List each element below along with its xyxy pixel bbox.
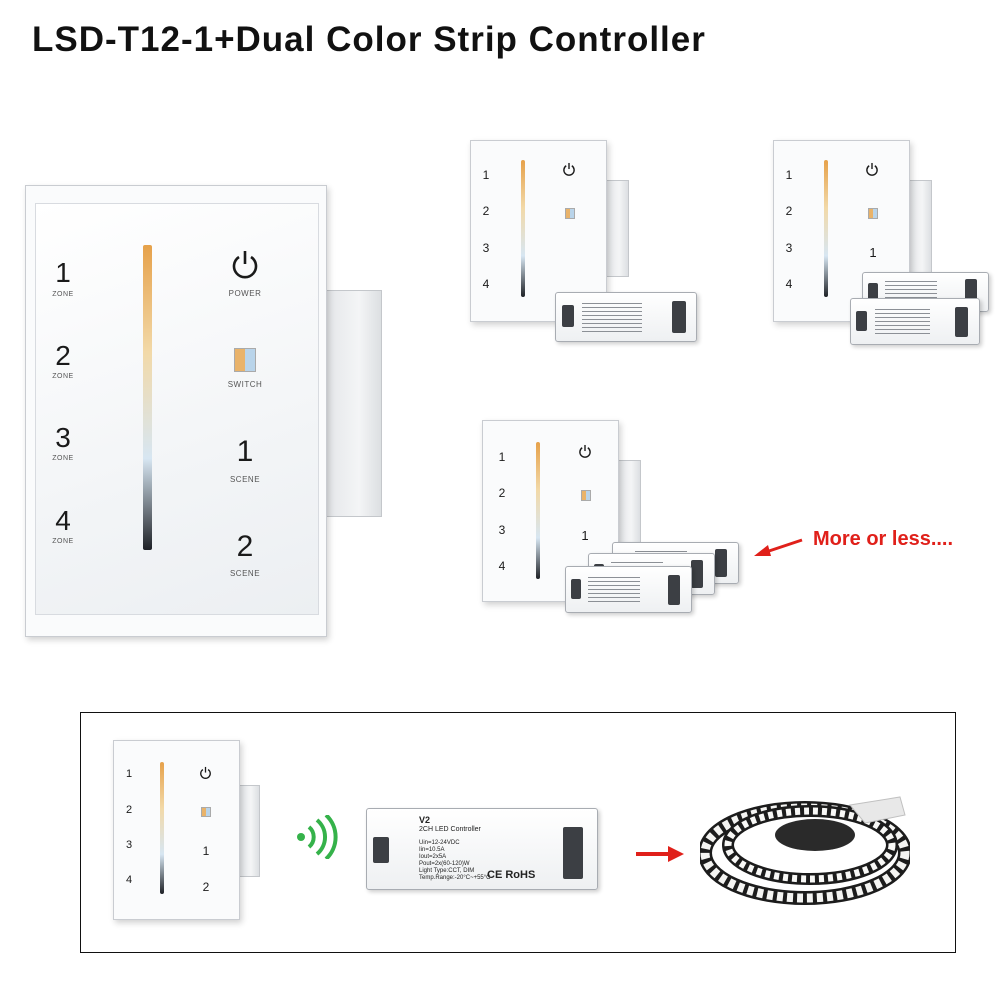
red-arrow-icon [754,538,803,556]
ce-rohs-mark: CE RoHS [487,869,536,881]
zone-3-key[interactable]: 3 [55,422,71,453]
receiver-spec-5: Light Type:CCT, DIM [419,868,475,874]
wireless-signal-icon [297,815,338,859]
zone-4-key[interactable]: 4 [125,874,133,886]
zone-3-label: ZONE [52,455,74,462]
scene-1-label: SCENE [229,475,261,484]
switch-label: SWITCH [227,380,263,389]
cct-switch-icon[interactable] [868,208,878,219]
panel-back-box [908,180,932,277]
zone-1-key[interactable]: 1 [55,257,71,288]
receiver-name: 2CH LED Controller [419,826,481,833]
zone-3-key[interactable]: 3 [785,241,793,255]
cct-switch-icon[interactable] [581,490,591,501]
cct-switch-icon[interactable] [234,348,256,372]
panel-back-box [238,785,260,877]
zone-2-key[interactable]: 2 [785,204,793,218]
output-terminal [672,301,686,333]
receiver-spec-3: Iout=2x5A [419,854,447,860]
power-icon[interactable] [199,766,212,780]
large-touch-panel: 1 ZONE 2 ZONE 3 ZONE 4 ZONE POWER SWITCH… [25,185,382,637]
zone-2-key[interactable]: 2 [482,204,490,218]
input-terminal [868,283,878,301]
receiver-spec-1: Uin=12-24VDC [419,840,460,846]
scene-2-key[interactable]: 2 [202,880,210,894]
receiver-spec-2: Iin=10.5A [419,847,445,853]
zone-1-key[interactable]: 1 [125,768,133,780]
receiver-model: V2 [419,815,431,825]
panel-glass [470,140,607,322]
zone-2-label: ZONE [52,373,74,380]
power-icon[interactable] [865,162,879,177]
zone-4-key[interactable]: 4 [785,277,793,291]
panel-back-box [605,180,629,277]
diagram-touch-panel: 1 2 3 4 1 2 [113,740,263,920]
receiver-label-text [885,281,937,303]
scene-1-key[interactable]: 1 [236,435,254,468]
input-terminal [856,311,867,331]
wiring-diagram-frame [80,712,956,953]
scene-2-label: SCENE [229,569,261,578]
zone-2-key[interactable]: 2 [498,486,506,500]
brightness-slider[interactable] [160,762,164,894]
receiver-label-text [588,577,640,603]
cct-switch-icon[interactable] [565,208,575,219]
zone-1-key[interactable]: 1 [482,168,490,182]
input-terminal [373,837,389,863]
zone-4-key[interactable]: 4 [482,277,490,291]
receiver-label-text [875,309,930,335]
page-title: LSD-T12-1+Dual Color Strip Controller [32,20,706,59]
panel-with-one-receiver: 1 2 3 4 [470,140,630,322]
receiver-spec-4: Pout=2x(60-120)W [419,861,470,867]
output-terminal [563,827,583,879]
brightness-slider[interactable] [143,245,152,550]
panel-back-box [325,290,382,517]
panel-face [35,203,319,615]
scene-1-key[interactable]: 1 [581,528,589,543]
panel-back-box [617,460,641,557]
input-terminal [571,579,581,599]
diagram-receiver-module: V2 2CH LED Controller Uin=12-24VDC Iin=1… [366,808,598,890]
panel-with-multiple-receivers: 1 2 3 4 1 [482,420,642,602]
brightness-slider[interactable] [536,442,540,579]
output-terminal [668,575,680,605]
output-terminal [691,560,703,588]
zone-4-label: ZONE [52,538,74,545]
panel-glass [113,740,240,920]
power-icon[interactable] [230,249,260,281]
receiver-spec-6: Temp.Range:-20°C~+55°C [419,875,491,881]
scene-1-key[interactable]: 1 [869,245,877,260]
red-arrow-icon [636,846,684,862]
brightness-slider[interactable] [824,160,828,297]
power-label: POWER [228,289,262,298]
zone-3-key[interactable]: 3 [125,839,133,851]
output-terminal [715,549,727,577]
zone-3-key[interactable]: 3 [498,523,506,537]
input-terminal [562,305,574,327]
brightness-slider[interactable] [521,160,525,297]
receiver-module [555,292,697,342]
receiver-label-text [582,303,642,333]
zone-2-key[interactable]: 2 [125,804,133,816]
zone-4-key[interactable]: 4 [55,505,71,536]
power-icon[interactable] [562,162,576,177]
zone-1-key[interactable]: 1 [785,168,793,182]
power-icon[interactable] [578,444,592,459]
cct-switch-icon[interactable] [201,807,211,817]
receiver-module [565,566,692,613]
receiver-module [850,298,980,345]
zone-4-key[interactable]: 4 [498,559,506,573]
output-terminal [955,307,968,337]
zone-1-key[interactable]: 1 [498,450,506,464]
zone-1-label: ZONE [52,291,74,298]
led-strip-reel [700,796,910,905]
scene-2-key[interactable]: 2 [236,530,254,563]
more-or-less-note: More or less.... [813,528,954,550]
zone-2-key[interactable]: 2 [55,340,71,371]
scene-1-key[interactable]: 1 [202,844,210,858]
zone-3-key[interactable]: 3 [482,241,490,255]
